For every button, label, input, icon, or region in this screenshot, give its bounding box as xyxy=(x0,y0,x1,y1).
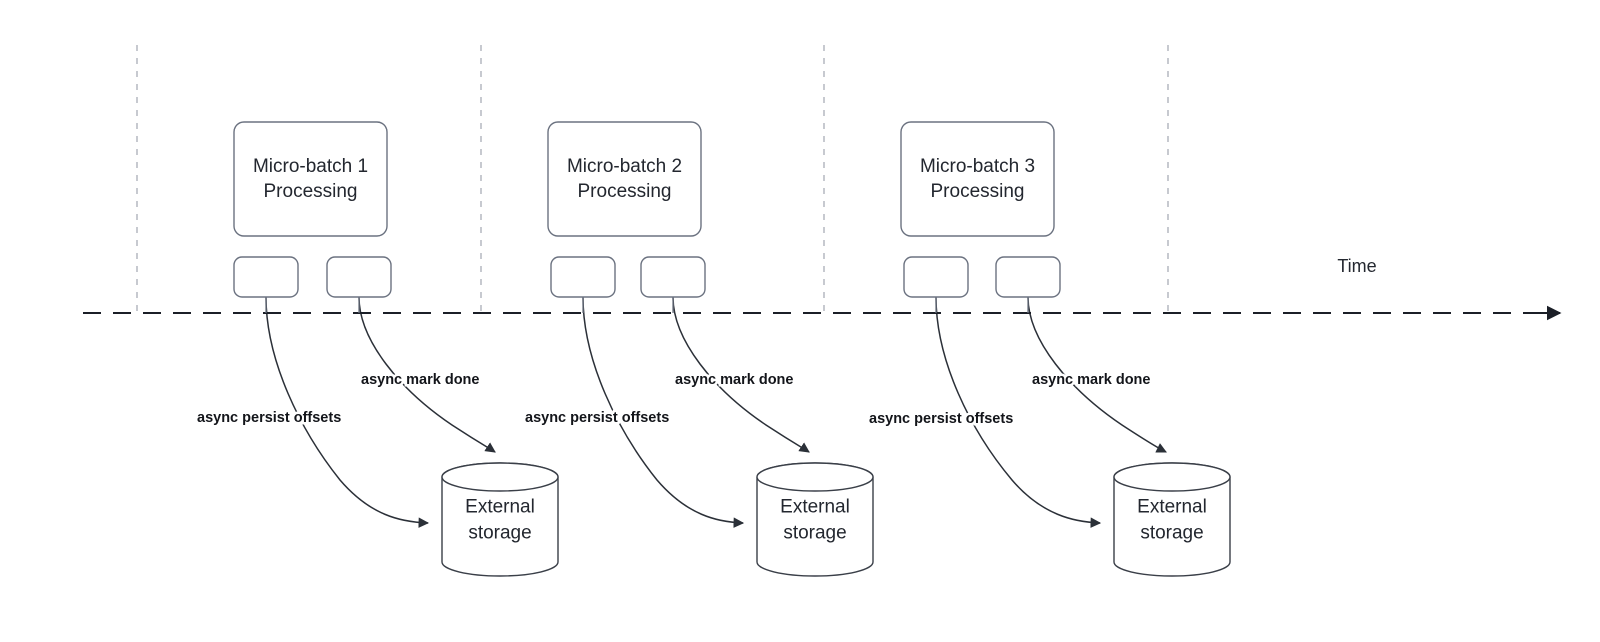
flow-curve-storage-top-2 xyxy=(672,296,810,453)
flow-curve-storage-top-1 xyxy=(358,296,496,453)
storage-cylinder-top-2 xyxy=(756,462,874,492)
edge-label-storage-top-2: async mark done xyxy=(675,372,793,388)
process-box-label-line2-1: Processing xyxy=(264,181,358,202)
flow-curve-storage-left-2 xyxy=(582,296,745,528)
edge-label-storage-left-3: async persist offsets xyxy=(869,411,1013,427)
task-box-mark-done-task-1[interactable] xyxy=(326,256,392,298)
task-box-persist-task-1[interactable] xyxy=(233,256,299,298)
edge-label-storage-top-1: async mark done xyxy=(361,372,479,388)
edge-labels: async persist offsets async mark done asyn… xyxy=(195,369,1153,429)
storage-cylinder-top-3 xyxy=(1113,462,1231,492)
process-box-label-line2-3: Processing xyxy=(931,181,1025,202)
process-box-label-line1-2: Micro-batch 2 xyxy=(567,156,682,177)
flow-curve-storage-left-1 xyxy=(265,296,430,528)
process-box-label-line1-3: Micro-batch 3 xyxy=(920,156,1035,177)
storage-label-line2-1: storage xyxy=(468,523,531,544)
storage-label-line2-2: storage xyxy=(783,523,846,544)
guide-lines xyxy=(136,45,1169,313)
task-box-mark-done-task-3[interactable] xyxy=(995,256,1061,298)
time-axis-label: Time xyxy=(1337,256,1376,276)
flow-curves xyxy=(265,296,1167,528)
flow-curve-storage-top-3 xyxy=(1027,296,1167,453)
process-box-2[interactable] xyxy=(547,121,702,237)
task-box-persist-task-3[interactable] xyxy=(903,256,969,298)
storage-label-line2-3: storage xyxy=(1140,523,1203,544)
task-box-mark-done-task-2[interactable] xyxy=(640,256,706,298)
storage-label-line1-2: External xyxy=(780,497,850,518)
process-box-3[interactable] xyxy=(900,121,1055,237)
edge-label-storage-top-3: async mark done xyxy=(1032,372,1150,388)
time-axis: Time xyxy=(83,256,1562,321)
process-box-label-line2-2: Processing xyxy=(578,181,672,202)
storage-cylinder-top-1 xyxy=(441,462,559,492)
edge-label-storage-left-1: async persist offsets xyxy=(197,410,341,426)
storage-label-line1-3: External xyxy=(1137,497,1207,518)
flow-curve-storage-left-3 xyxy=(935,296,1102,528)
edge-label-storage-left-2: async persist offsets xyxy=(525,410,669,426)
process-box-label-line1-1: Micro-batch 1 xyxy=(253,156,368,177)
process-box-1[interactable] xyxy=(233,121,388,237)
storage-label-line1-1: External xyxy=(465,497,535,518)
task-box-persist-task-2[interactable] xyxy=(550,256,616,298)
